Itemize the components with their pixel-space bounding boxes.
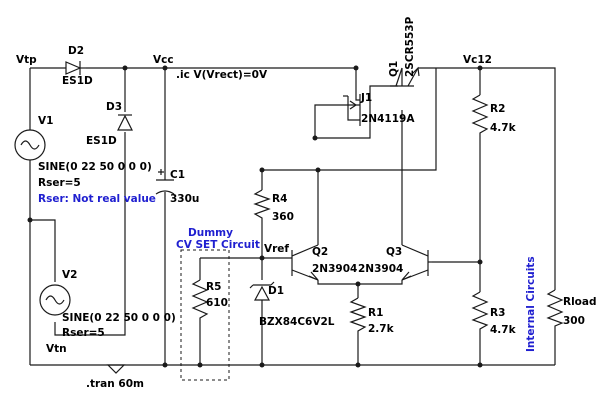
resistor-rload-symbol <box>546 289 564 332</box>
node-vref-label: Vref <box>264 243 289 255</box>
v1-ref-label: V1 <box>38 115 53 127</box>
transistor-q2-symbol <box>291 244 319 281</box>
resistor-r4-symbol <box>253 189 271 225</box>
r2-value-label: 4.7k <box>490 122 517 134</box>
rload-ref-label: Rload <box>563 296 597 308</box>
r2-ref-label: R2 <box>490 103 505 115</box>
ground-icon <box>106 364 126 374</box>
d3-value-label: ES1D <box>86 135 117 147</box>
node-vcc-label: Vcc <box>153 54 174 66</box>
d2-ref-label: D2 <box>68 45 84 57</box>
capacitor-c1-symbol <box>155 169 175 195</box>
dummy-line2: CV SET Circuit <box>176 239 260 251</box>
rload-value-label: 300 <box>563 315 585 327</box>
ic-directive: .ic V(Vrect)=0V <box>176 69 268 81</box>
r5-value-label: 610 <box>206 297 228 309</box>
r4-value-label: 360 <box>272 211 294 223</box>
q2-value-label: 2N3904 <box>312 263 357 275</box>
q2-ref-label: Q2 <box>312 246 328 258</box>
resistor-r3-symbol <box>471 291 489 335</box>
r1-value-label: 2.7k <box>368 323 395 335</box>
v1-value-label: SINE(0 22 50 0 0 0) <box>38 161 152 173</box>
j1-value-label: 2N4119A <box>361 113 415 125</box>
node-vc12-label: Vc12 <box>463 54 492 66</box>
zener-d1-symbol <box>249 281 275 305</box>
junction-dots <box>27 65 483 368</box>
voltage-source-v2-symbol <box>39 284 71 316</box>
d1-value-label: BZX84C6V2L <box>259 316 335 328</box>
v2-ref-label: V2 <box>62 269 77 281</box>
tran-directive: .tran 60m <box>86 378 144 390</box>
q3-value-label: 2N3904 <box>358 263 403 275</box>
labels: Vtp Vcc Vc12 Vtn Vref D2 ES1D D3 ES1D V1… <box>16 16 597 390</box>
resistor-r5-symbol <box>191 279 209 325</box>
resistor-r1-symbol <box>349 297 367 338</box>
v2-rser-label: Rser=5 <box>62 327 105 339</box>
r5-ref-label: R5 <box>206 281 221 293</box>
internal-circuits-label: Internal Circuits <box>525 256 537 352</box>
voltage-source-v1-symbol <box>14 129 46 161</box>
r3-ref-label: R3 <box>490 307 505 319</box>
transistor-q3-symbol <box>401 244 432 281</box>
node-vtp-label: Vtp <box>16 54 37 66</box>
jfet-j1-symbol <box>340 94 361 126</box>
r4-ref-label: R4 <box>272 193 287 205</box>
q1-ref-label: Q1 <box>388 61 400 77</box>
q3-ref-label: Q3 <box>386 246 402 258</box>
dummy-box-outline <box>180 249 230 381</box>
r3-value-label: 4.7k <box>490 324 517 336</box>
transistor-q1-symbol <box>390 66 420 87</box>
resistor-r2-symbol <box>471 94 489 140</box>
v1-rser-label: Rser=5 <box>38 177 81 189</box>
d3-ref-label: D3 <box>106 101 122 113</box>
diode-d3-symbol <box>117 114 133 131</box>
wires <box>29 67 556 366</box>
rser-note: Rser: Not real value <box>38 193 156 205</box>
r1-ref-label: R1 <box>368 307 383 319</box>
dummy-line1: Dummy <box>188 227 233 239</box>
q1-value-label: 2SCR553P <box>404 16 416 77</box>
diode-d2-symbol <box>65 61 86 75</box>
d2-value-label: ES1D <box>62 75 93 87</box>
c1-ref-label: C1 <box>170 169 185 181</box>
j1-ref-label: J1 <box>360 92 372 104</box>
d1-ref-label: D1 <box>268 285 284 297</box>
v2-value-label: SINE(0 22 50 0 0 0) <box>62 312 176 324</box>
c1-value-label: 330u <box>170 193 199 205</box>
node-vtn-label: Vtn <box>46 343 67 355</box>
